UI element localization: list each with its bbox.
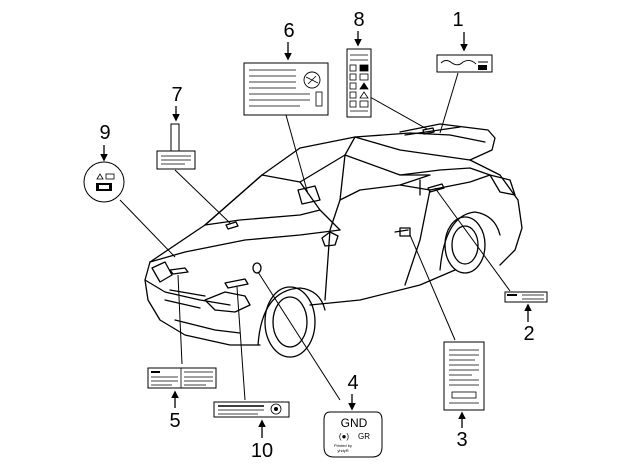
callout-number: 1 — [452, 9, 463, 31]
label-5-graphic — [147, 367, 217, 389]
callout-9: 9 — [83, 122, 125, 203]
callout-number: 8 — [353, 9, 364, 31]
gnd-vendor: yhdyR — [337, 448, 348, 453]
callout-4: 4 GND (●) GR Printed by yhdyR — [323, 372, 383, 458]
callout-number: 3 — [456, 429, 467, 451]
callout-number: 6 — [283, 20, 294, 42]
gnd-code: GR — [358, 432, 370, 441]
callout-number: 4 — [347, 372, 358, 394]
callout-6: 6 — [243, 20, 329, 116]
label-3-graphic — [443, 341, 485, 411]
label-4-graphic — [323, 411, 383, 458]
callout-3: 3 — [443, 341, 485, 451]
callout-number: 10 — [251, 440, 273, 462]
callout-number: 2 — [523, 323, 534, 345]
callout-7: 7 — [156, 84, 196, 170]
callout-10: 10 — [213, 401, 290, 462]
callout-2: 2 — [504, 291, 548, 345]
gnd-printed-by: Printed by — [334, 443, 352, 448]
callout-5: 5 — [147, 367, 217, 432]
gnd-text: GND — [341, 416, 368, 430]
label-9-graphic — [83, 161, 125, 203]
callout-number: 5 — [169, 410, 180, 432]
callout-number: 9 — [99, 122, 110, 144]
leader-lines — [119, 72, 511, 401]
label-2-graphic — [504, 291, 548, 303]
callout-number: 7 — [171, 84, 182, 106]
gnd-symbol: (●) — [339, 432, 349, 441]
car-illustration — [144, 123, 523, 358]
callout-1: 1 — [436, 9, 493, 73]
callout-8: 8 — [346, 9, 372, 118]
label-6-graphic — [243, 62, 329, 116]
